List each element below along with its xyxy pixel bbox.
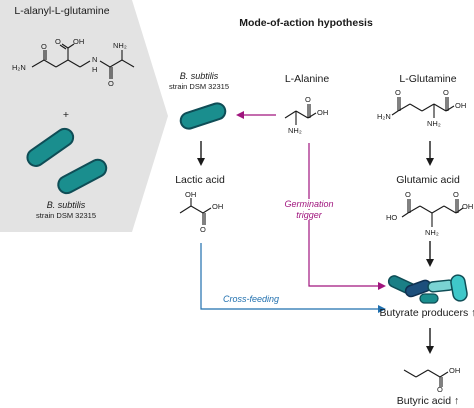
compound-name: L-alanyl-L-glutamine: [14, 5, 110, 17]
bsubtilis-strain: strain DSM 32315: [168, 82, 230, 91]
l-glutamine-label: L-Glutamine: [399, 73, 457, 85]
dipeptide-atom-o3: O: [108, 79, 114, 88]
butyrate-producers-label: Butyrate producers ↑: [379, 307, 474, 319]
glutamic-acid-label: Glutamic acid: [396, 174, 460, 186]
left-strain-id: strain DSM 32315: [35, 211, 97, 220]
glutamic-acid-atom-o2: O: [453, 190, 459, 199]
glutamic-acid-atom-ho: HO: [386, 213, 398, 222]
dipeptide-atom-o2: O: [41, 42, 47, 51]
glutamic-acid-atom-oh: OH: [462, 202, 474, 211]
arrow-cross-feeding: [200, 243, 386, 313]
lactic-acid-atom-o: O: [200, 225, 206, 234]
l-alanine-label: L-Alanine: [284, 73, 330, 85]
bsubtilis-name: B. subtilis: [179, 71, 219, 81]
dipeptide-atom-n: N: [92, 55, 98, 64]
dipeptide-atom-o1: O: [55, 37, 61, 46]
l-glutamine-atom-h2n: H₂N: [377, 112, 391, 121]
butyric-acid-atom-oh: OH: [449, 366, 461, 375]
l-glutamine-atom-o1: O: [395, 88, 401, 97]
germination-line1: Germination: [282, 199, 336, 209]
cross-feeding-label: Cross-feeding: [222, 294, 280, 304]
l-alanine-atom-oh: OH: [317, 108, 329, 117]
lactic-acid-label: Lactic acid: [175, 174, 225, 186]
butyric-acid-atom-o: O: [437, 385, 443, 394]
l-alanine-atom-nh2: NH₂: [288, 126, 302, 135]
dipeptide-atom-nh2: NH₂: [113, 41, 127, 50]
l-alanine-atom-o: O: [305, 95, 311, 104]
dipeptide-atom-oh: OH: [73, 37, 85, 46]
l-glutamine-atom-nh2: NH₂: [427, 119, 441, 128]
butyric-acid-label: Butyric acid ↑: [396, 395, 460, 407]
lactic-acid-atom-oh-top: OH: [185, 190, 197, 199]
plus-sign: +: [62, 109, 70, 121]
lactic-acid-atom-oh-right: OH: [212, 202, 224, 211]
left-strain-name: B. subtilis: [46, 200, 86, 210]
glutamic-acid-atom-nh2: NH₂: [425, 228, 439, 237]
l-glutamine-atom-oh: OH: [455, 101, 467, 110]
dipeptide-atom-h2n: H₂N: [12, 63, 26, 72]
dipeptide-atom-h: H: [92, 65, 98, 74]
diagram-title: Mode-of-action hypothesis: [239, 17, 373, 29]
glutamic-acid-atom-o1: O: [405, 190, 411, 199]
l-glutamine-atom-o2: O: [443, 88, 449, 97]
arrow-alanine-to-producers: [308, 143, 386, 290]
germination-line2: trigger: [294, 210, 324, 220]
